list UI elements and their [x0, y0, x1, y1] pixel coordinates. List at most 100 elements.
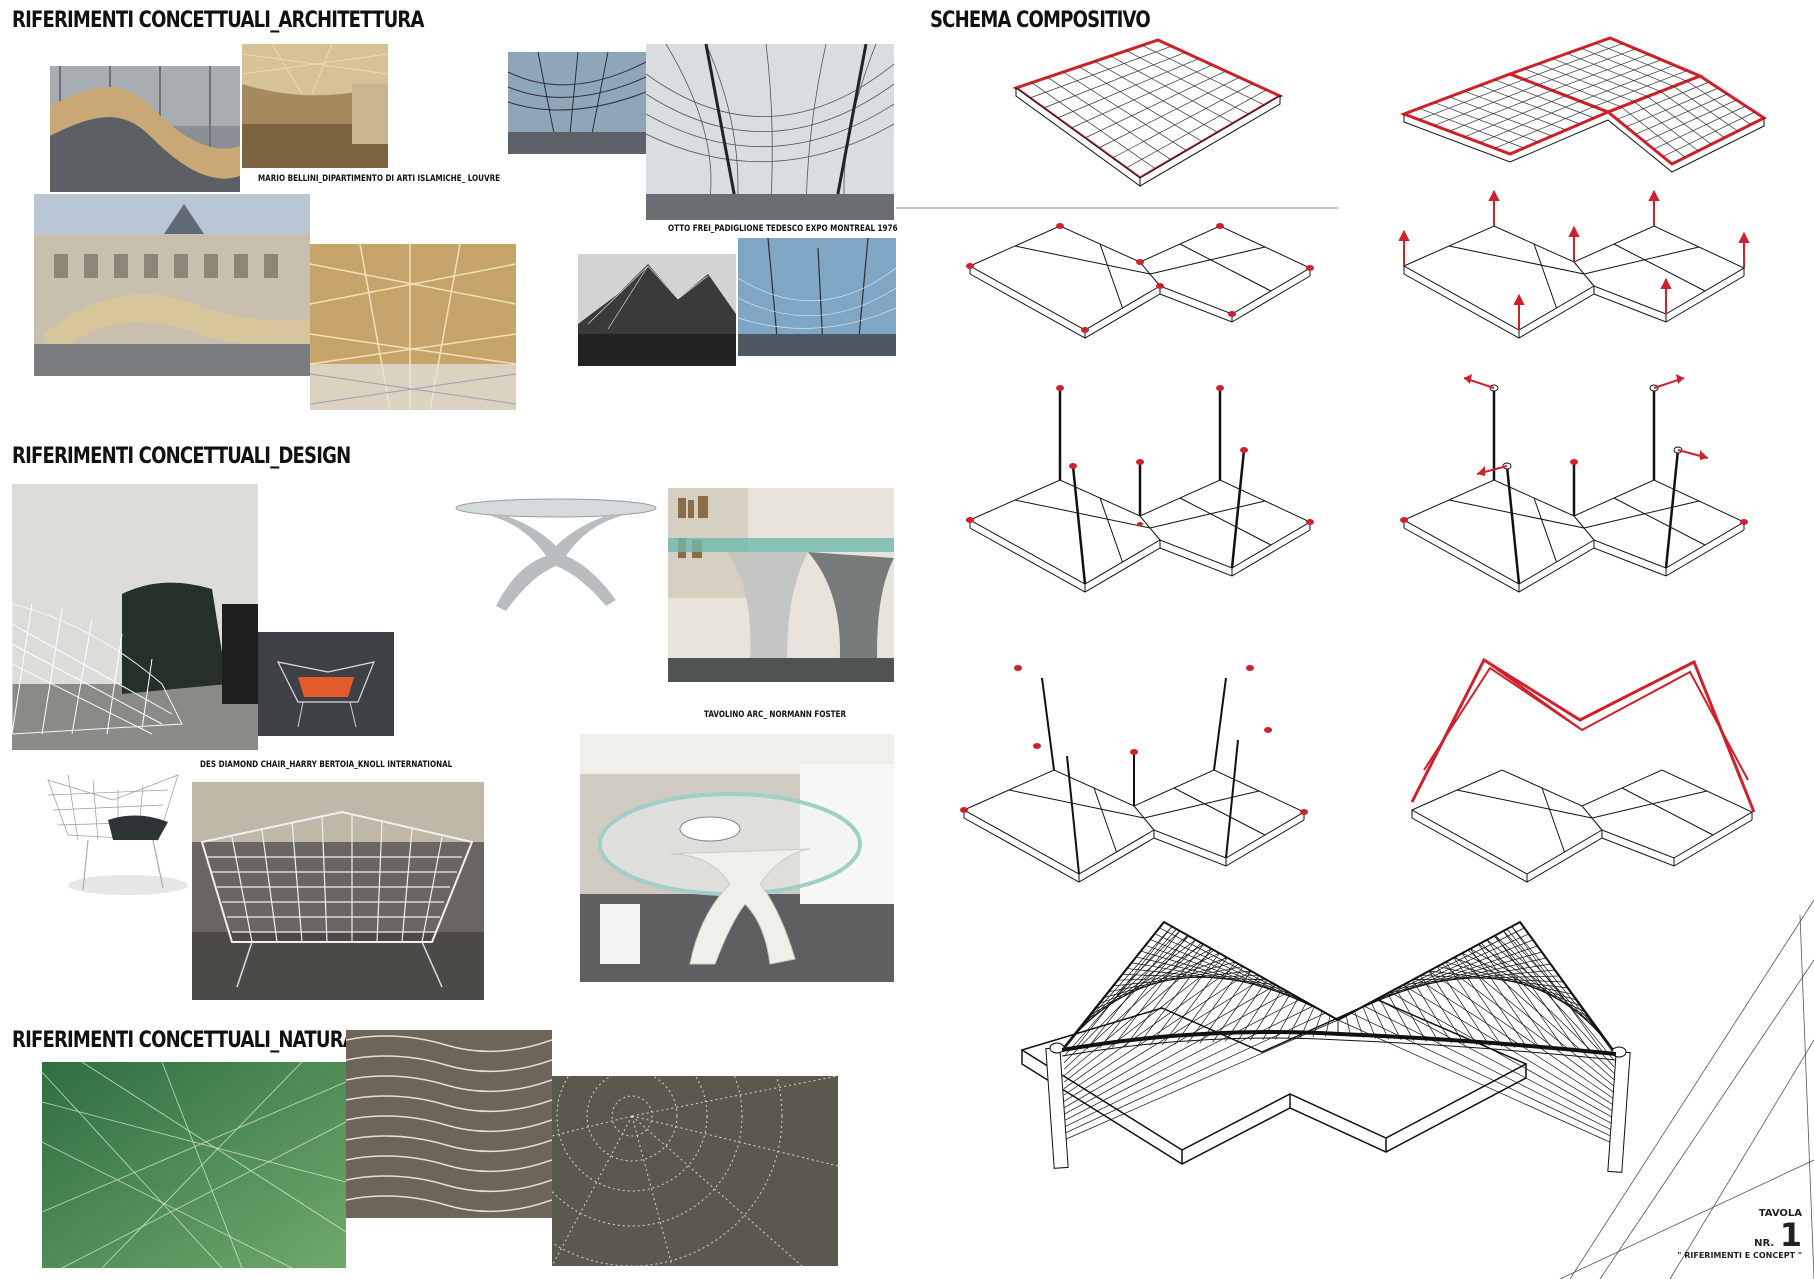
- l-plate-thickness: [1411, 817, 1753, 883]
- mesh-cable: [1063, 970, 1252, 1096]
- grid-l-shape-diagram: [1399, 36, 1768, 173]
- arrow-head: [1477, 466, 1485, 476]
- red-point: [1156, 283, 1164, 289]
- photo-diamond-chair-room: [12, 484, 258, 750]
- sheet-frame-lines: [1559, 899, 1814, 1279]
- displaced-point: [1130, 749, 1138, 755]
- corner-point: [1300, 809, 1308, 815]
- mesh-cable: [1376, 998, 1615, 1126]
- mesh-cable: [1461, 952, 1528, 1049]
- l-plate-divider: [1173, 787, 1266, 836]
- mesh-cable: [1362, 1006, 1377, 1039]
- mesh-cable: [1362, 939, 1534, 1007]
- arrow-up-head: [1488, 189, 1500, 201]
- l-plate-top: [968, 225, 1312, 331]
- mesh-cable: [1395, 963, 1551, 990]
- sheet-nr-label: NR.: [1754, 1238, 1775, 1249]
- photo-frei-bw-tent: [578, 254, 736, 366]
- mesh-cable: [1402, 984, 1615, 1113]
- grid-line: [1595, 42, 1687, 82]
- mesh-cable: [1389, 991, 1615, 1119]
- section-title-design: RIFERIMENTI CONCETTUALI_DESIGN: [12, 444, 351, 469]
- poles-diagram: [966, 385, 1314, 585]
- displaced-point: [1246, 665, 1254, 671]
- l-plate-divider: [1179, 497, 1272, 546]
- photo-nature-texture: [346, 1030, 552, 1218]
- mesh-cable: [1063, 963, 1239, 1089]
- grid-line: [1057, 58, 1199, 119]
- photo-diamond-chair-orange: [258, 632, 394, 736]
- l-plate-divider: [1533, 497, 1557, 563]
- photo-louvre-courtyard: [34, 194, 310, 376]
- l-plate-thickness: [963, 817, 1305, 883]
- grid-line: [1110, 55, 1234, 124]
- grid-line: [1479, 100, 1581, 143]
- caption-arc: TAVOLINO ARC_ NORMANN FOSTER: [704, 710, 847, 720]
- red-point: [1216, 223, 1224, 229]
- grid-line: [1593, 70, 1688, 107]
- l-plate-thickness: [1403, 273, 1745, 339]
- mesh-cable: [1159, 927, 1331, 1016]
- pole-tip: [1056, 385, 1064, 391]
- pole: [1225, 739, 1239, 859]
- grid-line: [1647, 96, 1712, 145]
- photo-arc-table-studio: [446, 466, 668, 632]
- mesh-cable: [1519, 921, 1615, 1055]
- mesh-cable: [1122, 974, 1267, 981]
- photo-diamond-chair-black: [38, 760, 190, 900]
- grid-line: [1662, 111, 1756, 157]
- mesh-cable: [1412, 979, 1453, 1044]
- grid-line: [1620, 106, 1686, 158]
- grid-line: [1552, 58, 1648, 97]
- pole: [1213, 677, 1227, 771]
- mesh-cable: [1503, 930, 1592, 1053]
- mesh-cable: [1063, 984, 1277, 1109]
- mesh-cable: [1063, 1019, 1339, 1141]
- mesh-cable: [1350, 1012, 1615, 1138]
- mesh-cable: [1063, 928, 1177, 1057]
- corner-point: [1137, 522, 1143, 526]
- mesh-cable: [1412, 975, 1560, 981]
- mesh-cable: [1420, 975, 1564, 983]
- mesh-cable: [1506, 928, 1615, 1061]
- displaced-point: [1264, 727, 1272, 733]
- section-title-nature: RIFERIMENTI CONCETTUALI_NATURA: [12, 1028, 357, 1053]
- mesh-cable: [1063, 991, 1289, 1115]
- grid-line: [1617, 81, 1710, 120]
- grid-line: [1673, 85, 1738, 132]
- mesh-cable: [1403, 984, 1440, 1043]
- pole: [1071, 465, 1087, 585]
- grid-line: [1094, 61, 1218, 133]
- grid-line: [1653, 105, 1746, 150]
- poles-displaced-diagram: [960, 665, 1308, 875]
- mesh-cable: [1436, 966, 1490, 1047]
- l-plate-thickness: [1403, 527, 1745, 593]
- caption-frei: OTTO FREI_PADIGLIONE TEDESCO EXPO MONTRE…: [668, 224, 898, 234]
- mesh-cable: [1154, 933, 1323, 1012]
- l-plate-divider: [1149, 500, 1266, 529]
- grid-line: [1112, 83, 1254, 159]
- mesh-cable: [1415, 977, 1615, 1106]
- l-plate-divider: [1591, 790, 1708, 819]
- l-plate-divider: [1099, 497, 1123, 563]
- grid-line: [1494, 106, 1595, 149]
- grid-line: [1494, 79, 1595, 119]
- displaced-point: [1033, 743, 1041, 749]
- mesh-cable: [1063, 949, 1214, 1076]
- mesh-cable: [1395, 988, 1427, 1042]
- grid-line: [1063, 71, 1187, 151]
- l-plate-divider: [1014, 245, 1151, 275]
- arrow-up-head: [1568, 225, 1580, 237]
- mesh-cable: [1370, 1002, 1389, 1040]
- mesh-cable: [1467, 949, 1615, 1080]
- mesh-cable: [1063, 935, 1190, 1064]
- mesh-cable: [1441, 963, 1615, 1093]
- arrow-up-head: [1398, 229, 1410, 241]
- points-diagram: [966, 223, 1314, 333]
- corner-point: [966, 517, 974, 523]
- arrow-up-head: [1738, 231, 1750, 243]
- l-plate-divider: [1008, 789, 1145, 819]
- grid-line: [1449, 89, 1553, 132]
- arrows-up-diagram: [1398, 189, 1750, 330]
